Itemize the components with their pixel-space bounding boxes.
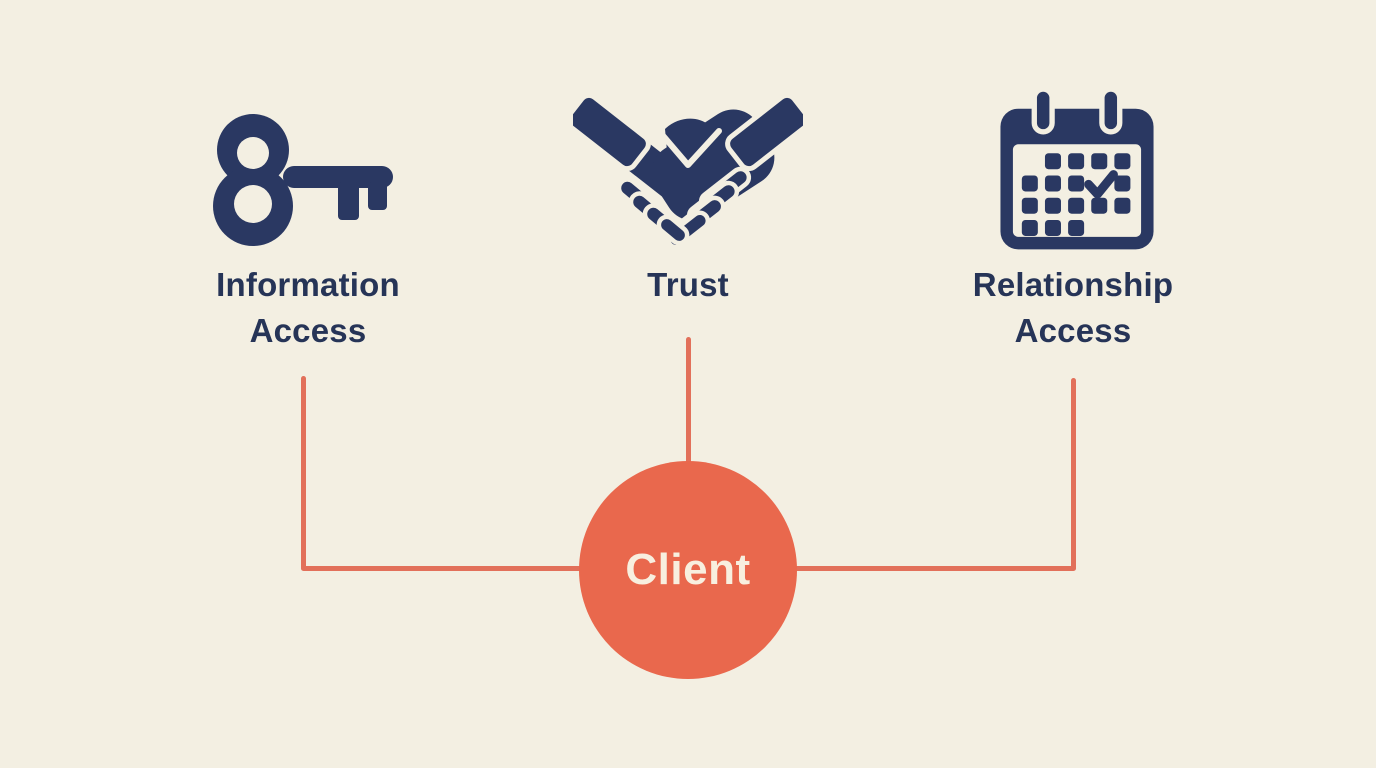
key-icon (213, 114, 393, 246)
check-mark (1084, 170, 1118, 199)
connector-left-horizontal (301, 566, 588, 571)
connector-right-vertical (1071, 378, 1076, 570)
node-label-information-access: Information Access (216, 266, 400, 349)
calendar-check-icon (1000, 86, 1154, 250)
client-node: Client (579, 461, 797, 679)
node-label-trust: Trust (647, 266, 729, 303)
connector-middle-vertical (686, 337, 691, 467)
client-label: Client (625, 545, 751, 594)
connector-left-vertical (301, 376, 306, 570)
node-label-relationship-access: Relationship Access (972, 266, 1174, 349)
connector-right-horizontal (791, 566, 1076, 571)
handshake-icon (573, 95, 803, 250)
